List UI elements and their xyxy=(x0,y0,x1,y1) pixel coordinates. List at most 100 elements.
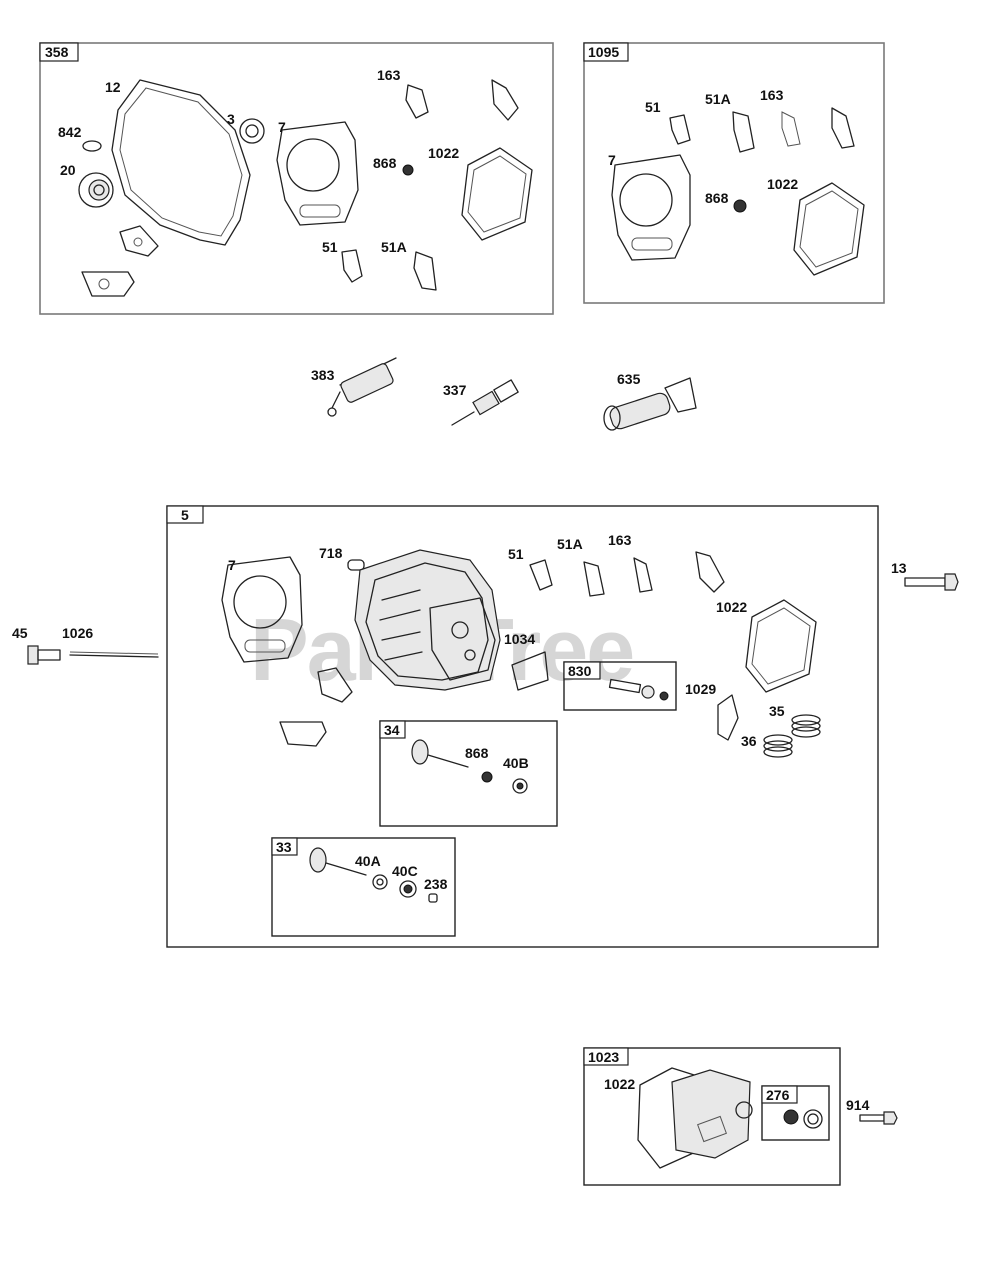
gasket-51A-1095[interactable] xyxy=(732,111,755,153)
label-914: 914 xyxy=(846,1097,870,1113)
small-gasket-b[interactable] xyxy=(81,271,135,297)
gasket-163-k5[interactable] xyxy=(633,557,653,593)
kit-33-group: 33 40A 40C 238 xyxy=(271,837,456,937)
spring-35[interactable] xyxy=(791,714,821,738)
kit-5-box xyxy=(166,505,879,948)
label-1022-k5: 1022 xyxy=(716,599,747,615)
gasket-51-k5[interactable] xyxy=(529,559,553,591)
seal-40A[interactable] xyxy=(372,874,388,890)
gasket-k5-extra[interactable] xyxy=(695,551,725,593)
gasket-51A[interactable] xyxy=(413,251,437,291)
label-1022-1095: 1022 xyxy=(767,176,798,192)
valve-33[interactable] xyxy=(309,847,367,876)
kit-33-box xyxy=(271,837,456,937)
grommet-276-a[interactable] xyxy=(783,1109,799,1125)
gasket-163-1095-b[interactable] xyxy=(831,107,855,149)
head-gasket-7[interactable] xyxy=(276,121,359,226)
valve-cover-1023[interactable] xyxy=(637,1067,753,1169)
valve-cover-gasket-1022-k5[interactable] xyxy=(745,599,817,693)
gasket-163-a[interactable] xyxy=(405,84,429,119)
crankcase-gasket-12[interactable] xyxy=(111,79,251,246)
retainer-40B[interactable] xyxy=(512,778,528,794)
stud-830[interactable] xyxy=(608,678,669,701)
kit-5-label: 5 xyxy=(181,507,189,523)
pin-45[interactable] xyxy=(27,645,61,665)
boot-635[interactable] xyxy=(603,377,697,431)
label-1022-k1023: 1022 xyxy=(604,1076,635,1092)
label-1029: 1029 xyxy=(685,681,716,697)
nut-868[interactable] xyxy=(402,164,414,176)
label-40B: 40B xyxy=(503,755,529,771)
valve-cover-gasket-1022-1095[interactable] xyxy=(793,182,865,276)
label-337: 337 xyxy=(443,382,467,398)
part-383[interactable] xyxy=(327,357,397,417)
retainer-40C[interactable] xyxy=(399,880,417,898)
bolt-13[interactable] xyxy=(904,573,959,591)
kit-33-label: 33 xyxy=(276,839,292,855)
gasket-163-1095-a[interactable] xyxy=(781,111,801,147)
kit-34-label: 34 xyxy=(384,722,400,738)
kit-358-label: 358 xyxy=(45,44,69,60)
gasket-51A-k5[interactable] xyxy=(583,561,605,597)
oil-seal-3[interactable] xyxy=(239,118,265,144)
kit-358-box xyxy=(39,42,554,315)
label-163: 163 xyxy=(377,67,401,83)
gasket-k5-lower-a[interactable] xyxy=(317,667,353,703)
plate-1034[interactable] xyxy=(511,651,549,691)
label-868: 868 xyxy=(373,155,397,171)
label-868-k34: 868 xyxy=(465,745,489,761)
kit-830-group: 830 xyxy=(563,661,677,711)
kit-1095-box xyxy=(583,42,885,304)
spring-36[interactable] xyxy=(763,734,793,758)
kit-1023-box xyxy=(583,1047,841,1186)
loose-parts-group: 383 337 635 45 1026 13 xyxy=(12,357,959,665)
kit-830-label: 830 xyxy=(568,663,592,679)
label-7-k5: 7 xyxy=(228,557,236,573)
rocker-1029[interactable] xyxy=(717,694,739,741)
label-12: 12 xyxy=(105,79,121,95)
head-gasket-7-1095[interactable] xyxy=(611,154,691,261)
label-238: 238 xyxy=(424,876,448,892)
gasket-k5-lower-b[interactable] xyxy=(279,721,327,747)
nut-868-k34[interactable] xyxy=(481,771,493,783)
label-40A: 40A xyxy=(355,853,381,869)
oil-seal-20[interactable] xyxy=(78,172,114,208)
kit-830-tab xyxy=(563,661,601,680)
label-40C: 40C xyxy=(392,863,418,879)
head-gasket-7-k5[interactable] xyxy=(221,556,303,663)
label-13: 13 xyxy=(891,560,907,576)
label-3: 3 xyxy=(227,111,235,127)
label-7-1095: 7 xyxy=(608,152,616,168)
gasket-163-b[interactable] xyxy=(491,79,519,121)
label-718: 718 xyxy=(319,545,343,561)
small-gasket-a[interactable] xyxy=(119,225,159,257)
label-51A-1095: 51A xyxy=(705,91,731,107)
spark-plug-337[interactable] xyxy=(451,379,519,426)
kit-1023-tab xyxy=(583,1047,629,1066)
bolt-914[interactable] xyxy=(859,1111,898,1125)
kit-1095-label: 1095 xyxy=(588,44,619,60)
label-383: 383 xyxy=(311,367,335,383)
grommet-276-b[interactable] xyxy=(803,1109,823,1129)
pin-718[interactable] xyxy=(347,559,365,571)
cap-238[interactable] xyxy=(428,893,438,903)
kit-34-box xyxy=(379,720,558,827)
label-163-k5: 163 xyxy=(608,532,632,548)
kit-276-label: 276 xyxy=(766,1087,790,1103)
label-36: 36 xyxy=(741,733,757,749)
kit-34-group: 34 868 40B xyxy=(379,720,558,827)
gasket-51[interactable] xyxy=(341,249,363,283)
cylinder-head[interactable] xyxy=(354,549,501,691)
kit-5-tab xyxy=(166,505,204,524)
nut-868-1095[interactable] xyxy=(733,199,747,213)
valve-cover-gasket-1022[interactable] xyxy=(461,147,533,241)
label-51A: 51A xyxy=(381,239,407,255)
kit-358-tab xyxy=(39,42,79,62)
valve-34[interactable] xyxy=(411,739,469,768)
o-ring-842[interactable] xyxy=(82,140,102,152)
pushrod-1026[interactable] xyxy=(69,651,159,658)
kit-830-box xyxy=(563,661,677,711)
kit-1023-group: 1023 276 1022 914 xyxy=(583,1047,898,1186)
kit-1095-tab xyxy=(583,42,629,62)
gasket-51-1095[interactable] xyxy=(669,114,691,145)
